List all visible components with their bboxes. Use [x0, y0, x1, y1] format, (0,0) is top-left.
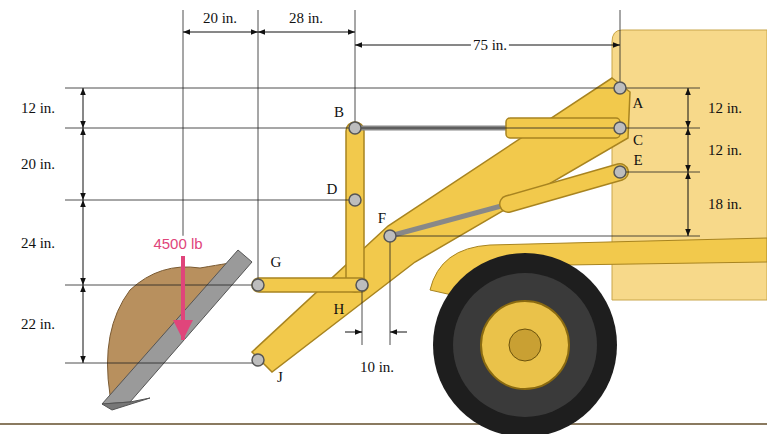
tire-inner	[453, 273, 597, 417]
point-label: A	[633, 95, 644, 112]
bell-crank-link	[346, 122, 364, 292]
point-label: G	[271, 254, 282, 271]
hub-center	[509, 329, 541, 361]
bucket-link	[252, 278, 368, 292]
dimension-lines	[83, 32, 688, 363]
load-arrow	[181, 256, 185, 340]
wheel-hub	[481, 301, 569, 389]
point-label: D	[327, 181, 338, 198]
point-label: E	[633, 152, 642, 169]
hydraulic-cylinder	[508, 172, 620, 204]
pins	[252, 82, 626, 366]
dimension-label: 12 in.	[708, 142, 742, 159]
point-label: H	[334, 301, 345, 318]
tire	[433, 253, 617, 434]
boom-arm	[252, 78, 630, 372]
dimension-label: 12 in.	[708, 100, 742, 117]
dimension-label: 18 in.	[708, 196, 742, 213]
bucket-lip	[102, 398, 150, 410]
reference-lines	[65, 10, 700, 363]
piston-rod	[390, 203, 512, 236]
dimension-label: 12 in.	[21, 100, 55, 117]
dimension-label: 20 in.	[201, 10, 239, 27]
bucket-plate	[102, 250, 252, 404]
point-label: C	[633, 132, 643, 149]
hydraulic-cylinder-edge	[508, 172, 620, 204]
point-label: J	[277, 369, 283, 386]
load-label: 4500 lb	[151, 236, 204, 253]
point-label: F	[378, 210, 386, 227]
dimension-label: 24 in.	[21, 235, 55, 252]
point-label: B	[334, 104, 344, 121]
dimension-label: 28 in.	[287, 10, 325, 27]
ground-line	[0, 423, 767, 425]
dimension-label: 10 in.	[360, 359, 394, 376]
dimension-label: 22 in.	[21, 316, 55, 333]
dimension-label: 20 in.	[21, 156, 55, 173]
dimension-label: 75 in.	[471, 37, 509, 54]
